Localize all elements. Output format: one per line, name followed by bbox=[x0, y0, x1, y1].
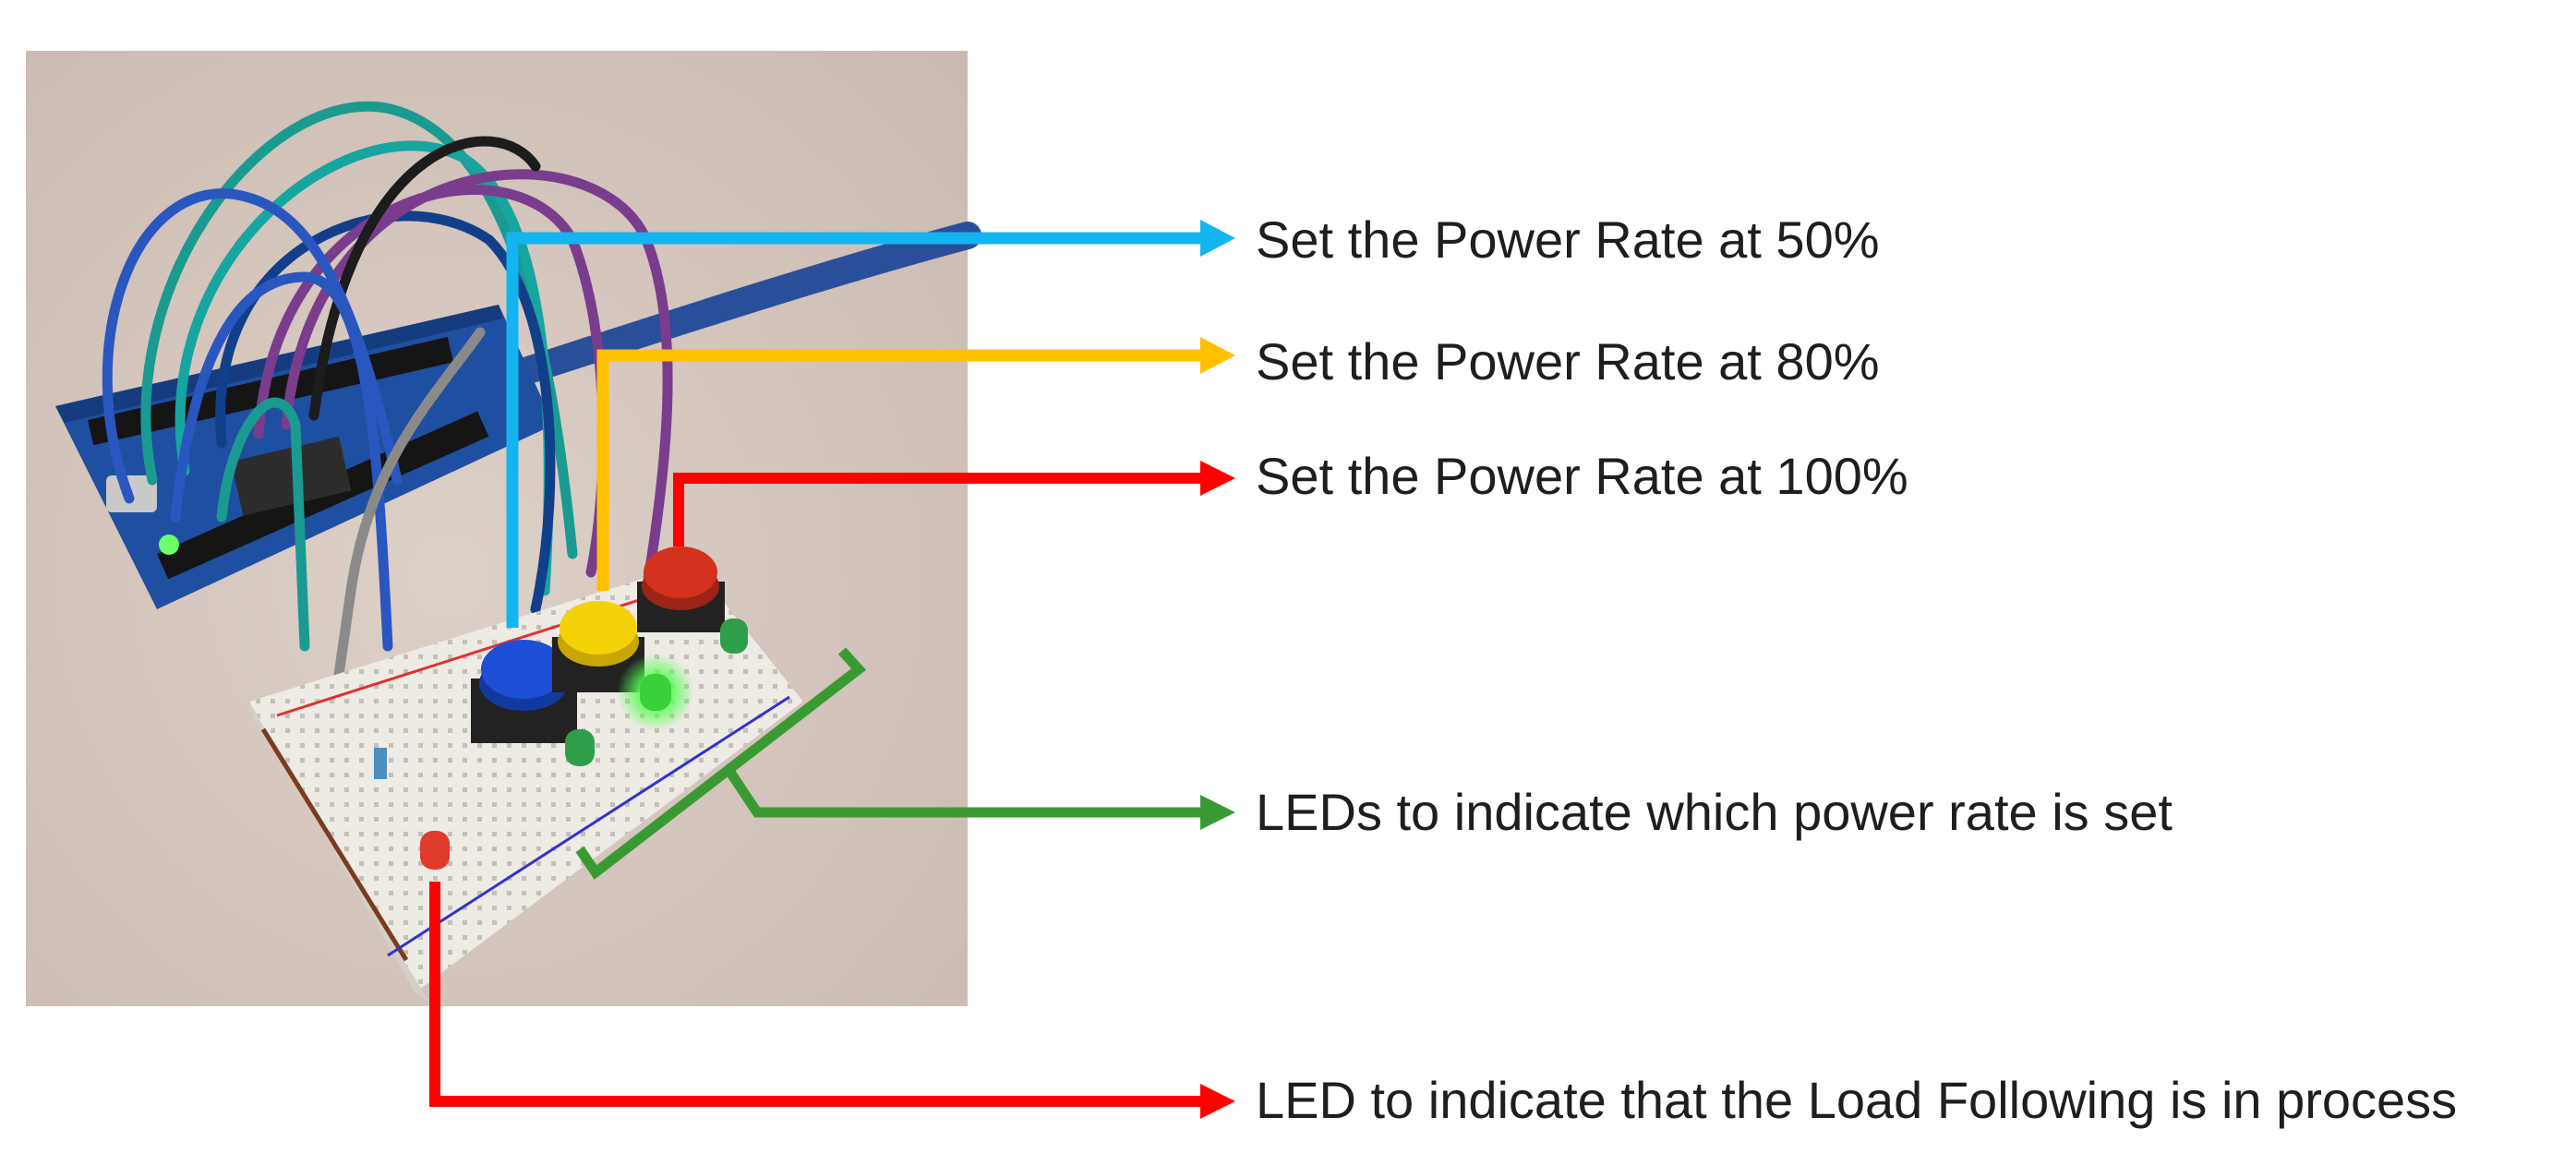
led-red bbox=[420, 831, 450, 870]
arrow-right-icon bbox=[1200, 461, 1235, 496]
led-green-1 bbox=[565, 729, 595, 766]
callout-load-connector bbox=[429, 882, 1235, 1119]
jumper-wires bbox=[102, 101, 673, 726]
label-load-following: LED to indicate that the Load Following … bbox=[1256, 1071, 2458, 1129]
arduino-power-led bbox=[159, 534, 179, 555]
arrow-right-icon bbox=[1200, 220, 1235, 257]
arrow-right-icon bbox=[1200, 795, 1235, 830]
callout-100-connector bbox=[673, 461, 1235, 546]
led-green-2 bbox=[720, 619, 748, 654]
push-button-red bbox=[637, 546, 725, 632]
callout-leds-bracket bbox=[575, 647, 1235, 880]
push-button-blue bbox=[471, 640, 577, 743]
usb-cable bbox=[503, 222, 981, 388]
arrow-right-icon bbox=[1200, 337, 1235, 374]
label-power-80: Set the Power Rate at 80% bbox=[1256, 332, 1880, 390]
callout-50-connector bbox=[506, 220, 1235, 628]
led-green-lit bbox=[617, 654, 694, 731]
label-power-50: Set the Power Rate at 50% bbox=[1256, 210, 1880, 269]
arrow-right-icon bbox=[1200, 1084, 1235, 1119]
label-leds-power: LEDs to indicate which power rate is set bbox=[1256, 783, 2173, 841]
resistor bbox=[374, 748, 387, 779]
arduino-breadboard-photo bbox=[26, 51, 981, 1006]
callout-80-connector bbox=[596, 337, 1235, 591]
label-power-100: Set the Power Rate at 100% bbox=[1256, 447, 1908, 505]
